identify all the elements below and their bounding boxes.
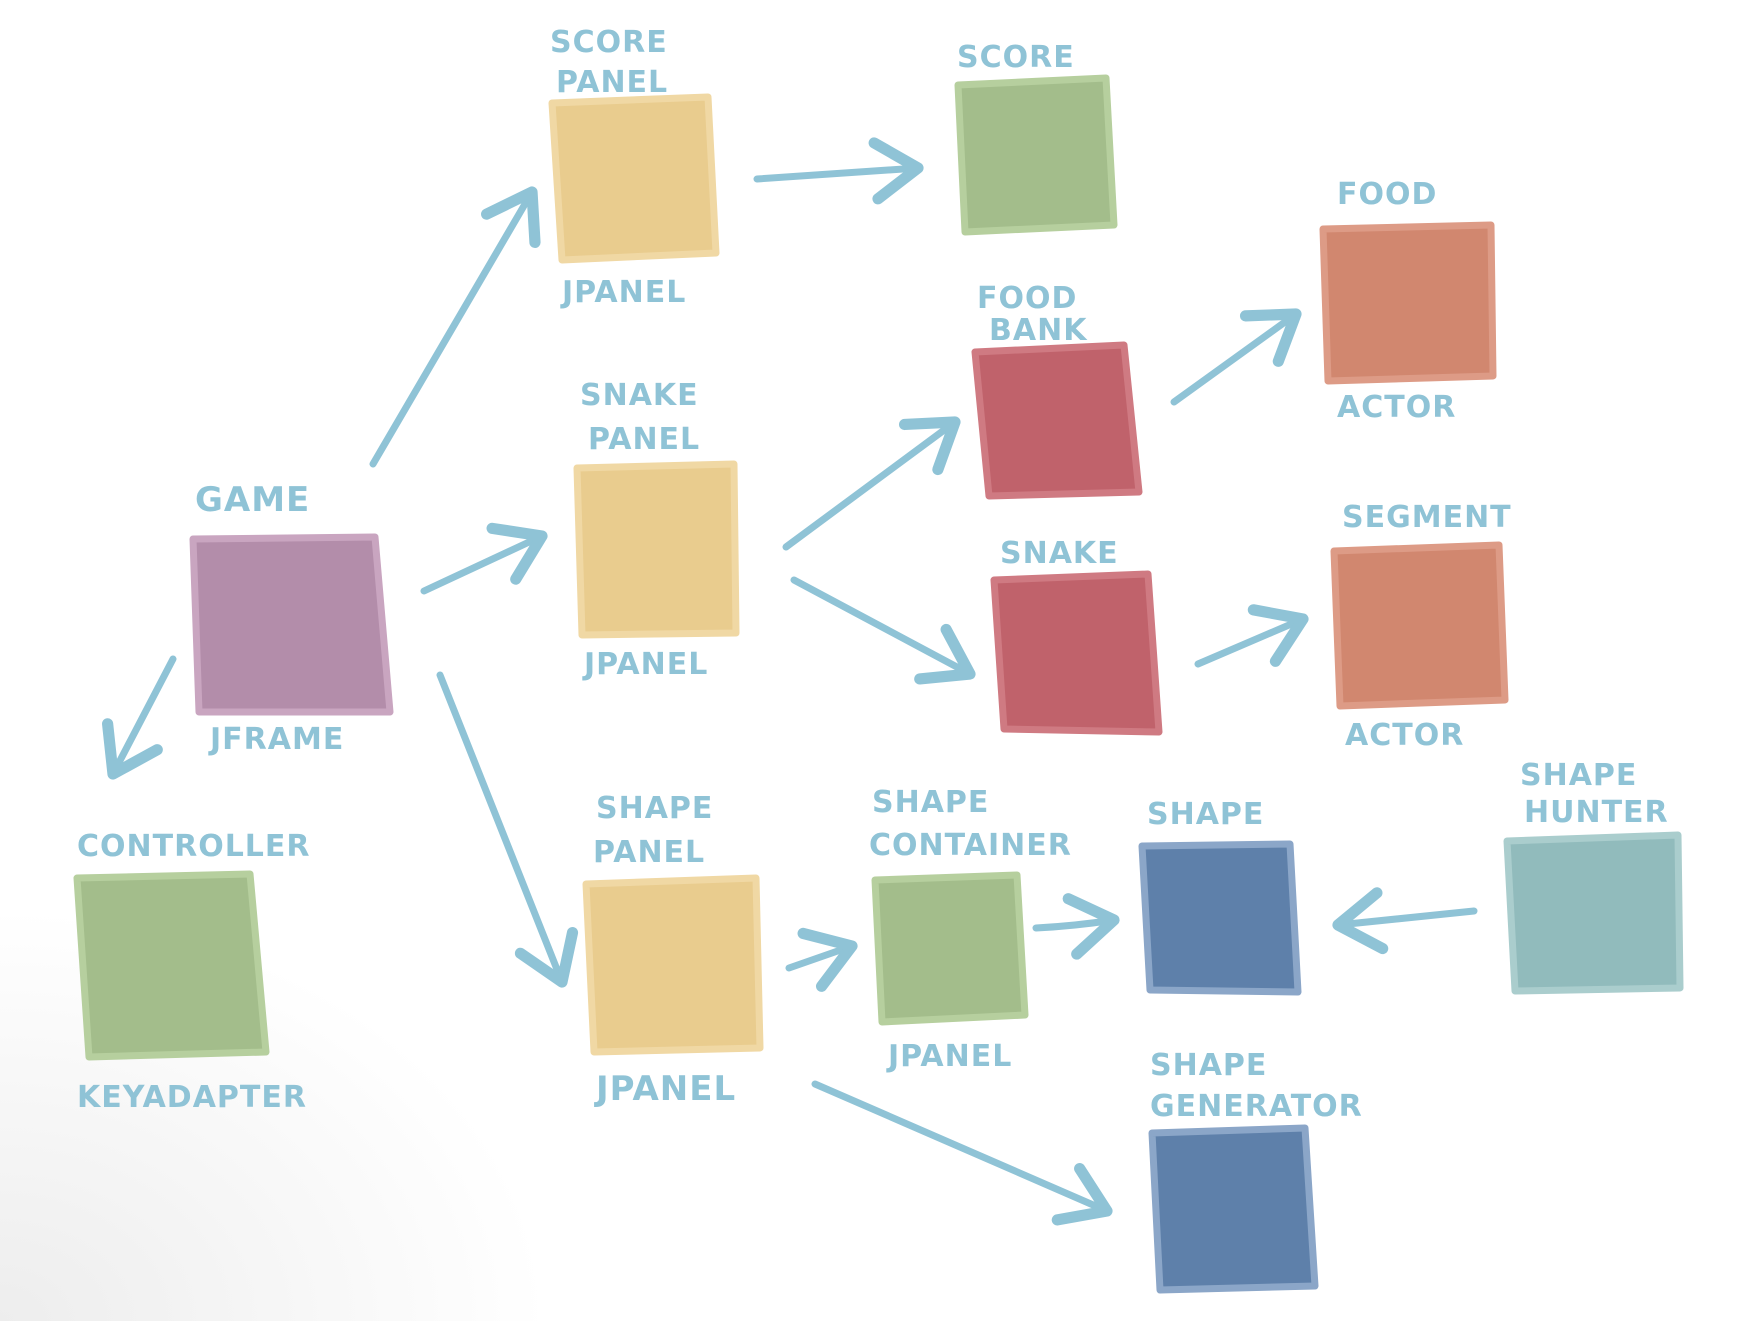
node-controller: CONTROLLER KEYADAPTER xyxy=(73,829,311,1115)
node-label: PANEL xyxy=(556,65,668,100)
node-snake: SNAKE xyxy=(990,536,1163,736)
node-type-label: KEYADAPTER xyxy=(77,1080,307,1115)
node-type-label: JPANEL xyxy=(582,647,708,682)
node-shape-container: SHAPE CONTAINER JPANEL xyxy=(869,785,1072,1074)
node-food-bank: FOOD BANK xyxy=(971,281,1143,500)
edge-snake-to-segment xyxy=(1194,604,1309,668)
node-label: SCORE xyxy=(550,25,668,60)
node-label: FOOD xyxy=(977,281,1077,316)
edge-game-to-controller xyxy=(102,655,177,780)
node-box xyxy=(1138,840,1302,996)
edge-food-bank-to-food xyxy=(1170,308,1302,406)
node-segment: SEGMENT ACTOR xyxy=(1330,500,1512,753)
edge-game-to-score-panel xyxy=(369,186,541,468)
node-type-label: JPANEL xyxy=(560,275,686,310)
node-box xyxy=(1319,221,1497,385)
node-label: SHAPE xyxy=(872,785,989,820)
node-type-label: JPANEL xyxy=(594,1069,736,1109)
node-type-label: ACTOR xyxy=(1345,718,1464,753)
node-label: SEGMENT xyxy=(1342,500,1512,535)
node-label: CONTAINER xyxy=(869,828,1072,863)
edge-shape-panel-to-shape-generator xyxy=(811,1080,1113,1226)
node-box xyxy=(548,93,720,264)
node-food: FOOD ACTOR xyxy=(1319,177,1497,425)
node-label: SCORE xyxy=(957,40,1075,75)
node-box xyxy=(990,570,1163,736)
node-box xyxy=(582,874,764,1056)
node-box xyxy=(954,74,1118,236)
node-shape-generator: SHAPE GENERATOR xyxy=(1148,1048,1363,1294)
node-label: GAME xyxy=(195,480,310,520)
node-label: GENERATOR xyxy=(1150,1089,1363,1124)
node-shape-hunter: SHAPE HUNTER xyxy=(1503,758,1684,995)
node-score: SCORE xyxy=(954,40,1118,236)
edge-snake-panel-to-food-bank xyxy=(782,416,961,551)
node-label: BANK xyxy=(989,313,1088,348)
node-label: HUNTER xyxy=(1524,795,1669,830)
node-box xyxy=(73,870,270,1061)
node-shape-panel: SHAPE PANEL JPANEL xyxy=(582,791,764,1109)
node-label: SNAKE xyxy=(1000,536,1119,571)
node-label: FOOD xyxy=(1337,177,1437,212)
edge-shape-panel-to-shape-container xyxy=(785,927,858,992)
node-box xyxy=(1148,1124,1319,1294)
node-shape: SHAPE xyxy=(1138,797,1302,996)
edge-snake-panel-to-snake xyxy=(790,576,976,685)
node-snake-panel: SNAKE PANEL JPANEL xyxy=(573,378,740,682)
node-box xyxy=(871,871,1029,1026)
node-box xyxy=(1330,541,1509,710)
node-type-label: JFRAME xyxy=(208,722,344,757)
node-type-label: JPANEL xyxy=(886,1039,1012,1074)
node-label: SNAKE xyxy=(580,378,699,413)
node-game: GAME JFRAME xyxy=(189,480,394,757)
node-label: SHAPE xyxy=(1520,758,1637,793)
node-label: PANEL xyxy=(588,422,700,457)
node-label: SHAPE xyxy=(1147,797,1264,832)
node-label: PANEL xyxy=(593,835,705,870)
edge-shape-hunter-to-shape xyxy=(1332,887,1478,955)
edge-game-to-snake-panel xyxy=(420,522,548,595)
edges xyxy=(102,137,1478,1226)
edge-shape-container-to-shape xyxy=(1032,893,1120,960)
node-box xyxy=(1503,831,1684,995)
node-type-label: ACTOR xyxy=(1337,390,1456,425)
node-score-panel: SCORE PANEL JPANEL xyxy=(548,25,720,310)
node-box xyxy=(971,341,1143,500)
node-label: CONTROLLER xyxy=(77,829,311,864)
node-label: SHAPE xyxy=(1150,1048,1267,1083)
edge-game-to-shape-panel xyxy=(436,671,579,988)
edge-score-panel-to-score xyxy=(753,137,924,205)
node-box xyxy=(189,533,394,716)
node-box xyxy=(573,460,740,639)
node-label: SHAPE xyxy=(596,791,713,826)
